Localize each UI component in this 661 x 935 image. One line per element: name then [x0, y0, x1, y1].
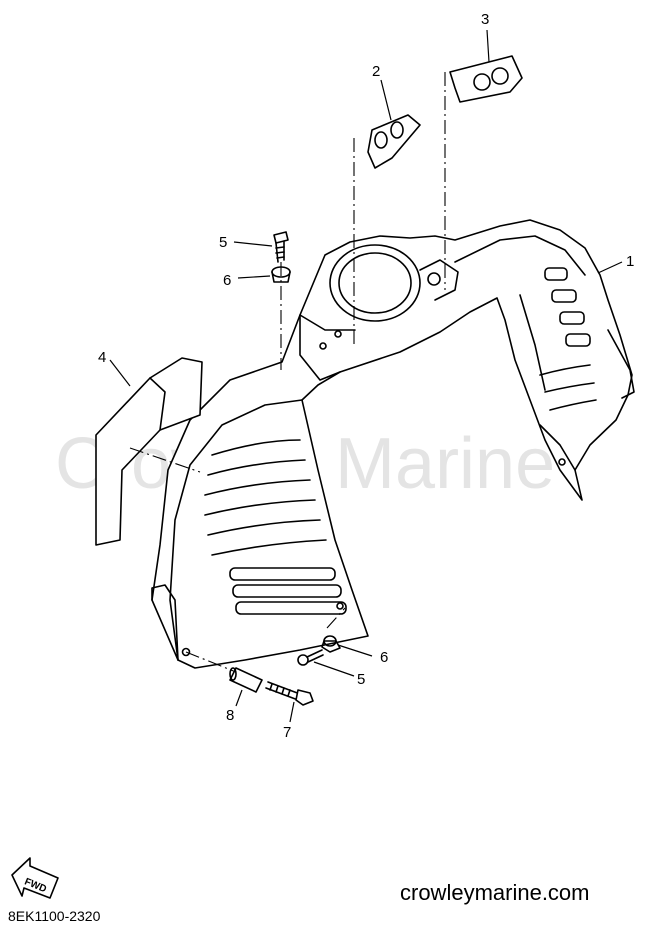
callout-1: 1 — [626, 253, 634, 270]
part-5-screw-upper — [273, 231, 289, 263]
part-4-pad — [95, 357, 203, 546]
callout-7: 7 — [283, 724, 291, 741]
callout-5-lower: 5 — [357, 671, 365, 688]
part-5-screw-lower — [297, 649, 324, 666]
fwd-arrow-icon — [11, 857, 59, 899]
part-code: 8EK1100-2320 — [8, 908, 101, 924]
callout-8: 8 — [226, 707, 234, 724]
part-1-cover — [151, 219, 635, 669]
callout-6-lower: 6 — [380, 649, 388, 666]
callout-5-upper: 5 — [219, 234, 227, 251]
callout-2: 2 — [372, 63, 380, 80]
part-3-bracket — [449, 55, 523, 103]
part-7-bolt — [265, 681, 314, 706]
part-8-collar — [229, 667, 263, 693]
callout-6-upper: 6 — [223, 272, 231, 289]
part-2-bracket — [367, 114, 421, 169]
site-name: crowleymarine.com — [400, 880, 590, 905]
part-6-grommet-lower — [321, 635, 341, 653]
callout-4: 4 — [98, 349, 106, 366]
callout-3: 3 — [481, 11, 489, 28]
